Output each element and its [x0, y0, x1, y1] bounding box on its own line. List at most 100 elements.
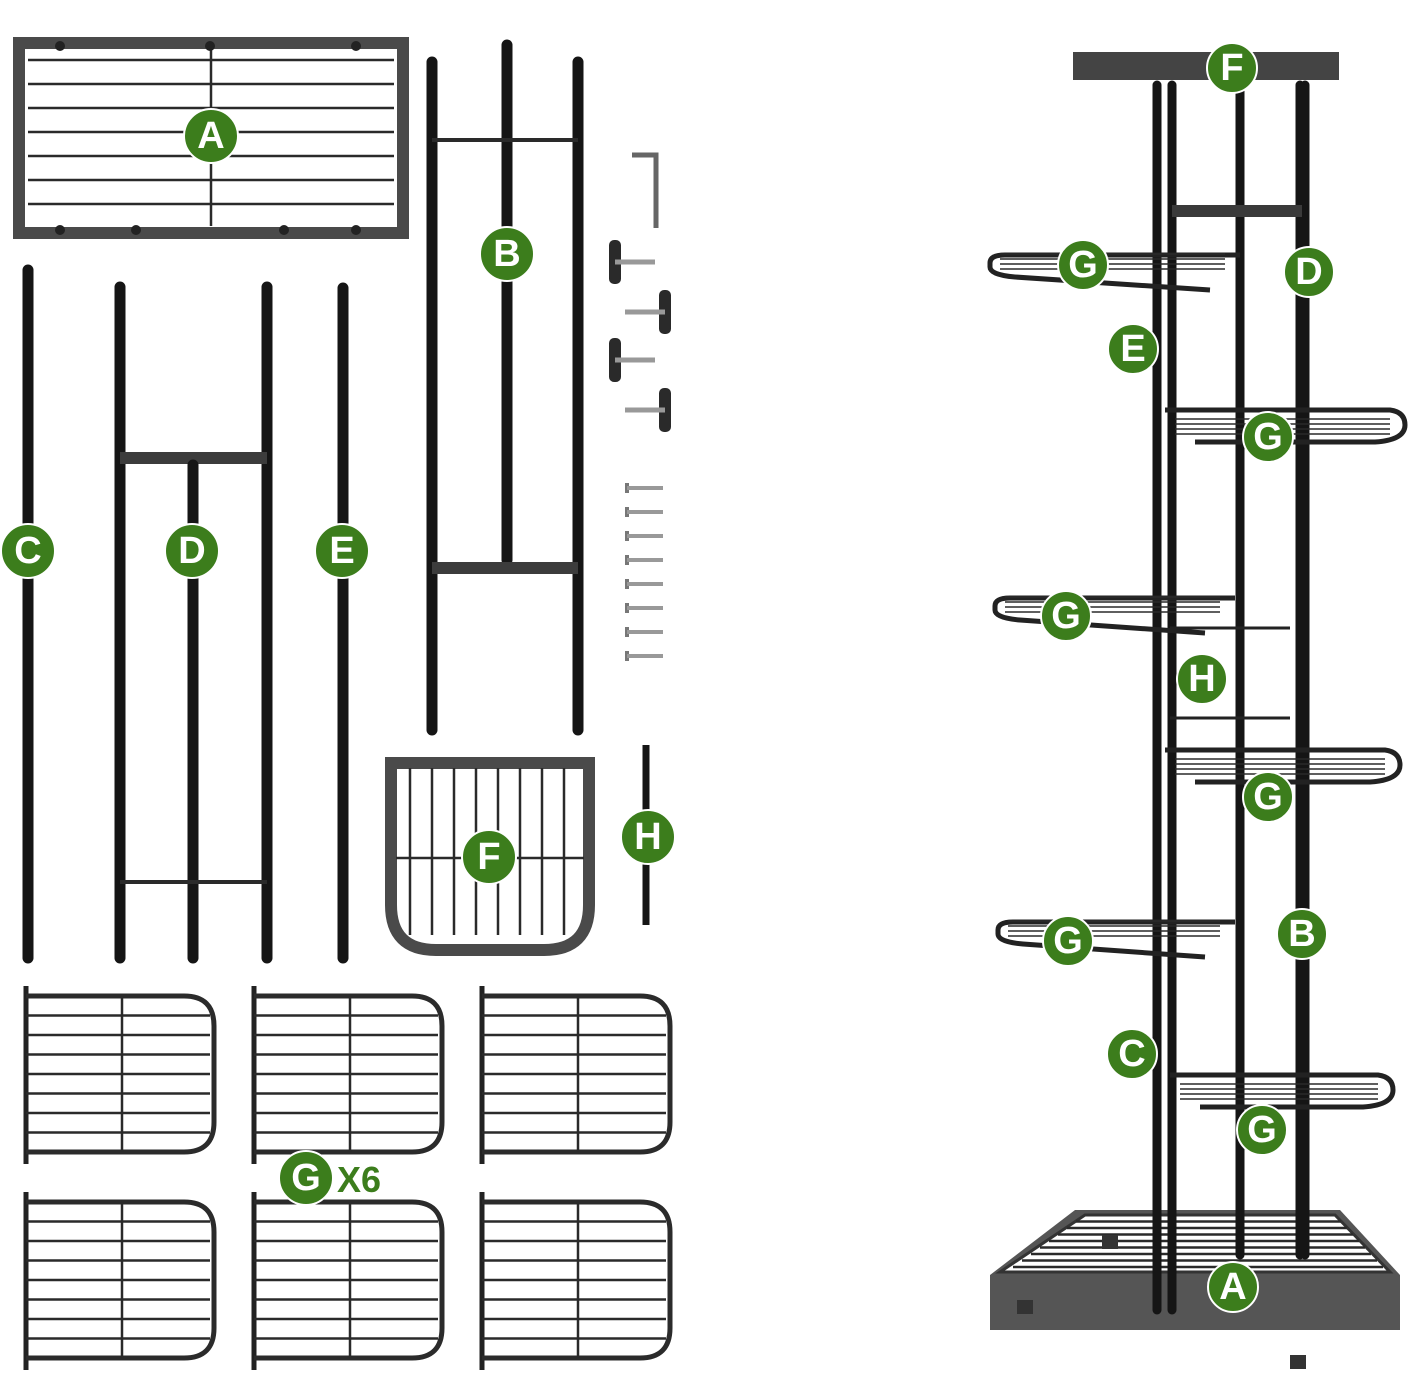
- g-quantity: X6: [337, 1159, 381, 1200]
- screw-icon: [625, 555, 663, 565]
- adjustable-feet: [609, 240, 671, 432]
- shelf-panel-g: [23, 1192, 217, 1370]
- screw-icon: [625, 627, 663, 637]
- part-g-shelf-panels: [23, 986, 673, 1370]
- stand-shelf-g: [987, 252, 1240, 293]
- shelf-frame: [987, 252, 1240, 293]
- label-circle: [1242, 771, 1294, 823]
- screw-icon: [625, 507, 663, 517]
- stand-shelf-g: [1165, 747, 1403, 785]
- label-text: A: [1219, 1266, 1246, 1308]
- label-circle: [1207, 1261, 1259, 1313]
- shelf-panel-g: [251, 1192, 445, 1370]
- label-text: H: [1188, 658, 1215, 700]
- stand-foot: [1017, 1300, 1033, 1314]
- label-text: F: [1220, 47, 1243, 89]
- bolt-hole: [351, 41, 361, 51]
- stand-shelf-g: [995, 919, 1235, 960]
- label-d: D: [164, 523, 220, 579]
- part-b-pole-set: [426, 39, 584, 736]
- label-circle: [1106, 1028, 1158, 1080]
- assembly-label-g: G: [1057, 239, 1109, 291]
- label-b: B: [479, 226, 535, 282]
- label-circle: [1176, 653, 1228, 705]
- assembly-label-b: B: [1276, 908, 1328, 960]
- svg-text:D: D: [178, 530, 205, 572]
- foot-icon: [625, 388, 671, 432]
- svg-text:F: F: [477, 836, 500, 878]
- stand-foot: [1290, 1355, 1306, 1369]
- label-text: G: [1247, 1109, 1277, 1151]
- shelf-frame: [1165, 407, 1408, 445]
- foot-icon: [609, 338, 655, 382]
- stand-shelf-g: [992, 595, 1235, 636]
- panel-tube: [482, 1199, 673, 1361]
- label-h: H: [620, 809, 676, 865]
- assembly-label-g: G: [1042, 915, 1094, 967]
- shelf-panel-g: [479, 986, 673, 1164]
- shelf-frame: [1165, 747, 1403, 785]
- stand-shelf-g: [1170, 1072, 1396, 1110]
- svg-text:H: H: [634, 816, 661, 858]
- assembly-label-g: G: [1236, 1104, 1288, 1156]
- shelf-panel-g: [23, 986, 217, 1164]
- screws: [625, 483, 663, 661]
- screw-icon: [625, 603, 663, 613]
- svg-text:E: E: [329, 530, 354, 572]
- shelf-frame: [992, 595, 1235, 636]
- panel-tube: [26, 993, 217, 1155]
- label-text: G: [1051, 595, 1081, 637]
- label-circle: [1206, 42, 1258, 94]
- label-circle: [1042, 915, 1094, 967]
- label-a: A: [183, 108, 239, 164]
- part-d-pole-set: [114, 281, 273, 964]
- label-text: D: [1295, 251, 1322, 293]
- screw-icon: [625, 651, 663, 661]
- label-e: E: [314, 523, 370, 579]
- assembly-label-g: G: [1040, 590, 1092, 642]
- part-f-top-shelf: [385, 757, 595, 956]
- assembly-label-f: F: [1206, 42, 1258, 94]
- label-text: G: [1053, 920, 1083, 962]
- label-circle: [1040, 590, 1092, 642]
- bolt-hole: [55, 225, 65, 235]
- label-text: B: [1288, 913, 1315, 955]
- svg-text:C: C: [14, 530, 41, 572]
- stand-foot: [1102, 1235, 1118, 1249]
- shelf-panel-g: [479, 1192, 673, 1370]
- screw-icon: [625, 483, 663, 493]
- panel-tube: [26, 1199, 217, 1361]
- label-circle: [1242, 411, 1294, 463]
- label-text: G: [1253, 776, 1283, 818]
- assembly-label-g: G: [1242, 771, 1294, 823]
- label-text: G: [1068, 244, 1098, 286]
- bolt-hole: [131, 225, 141, 235]
- bolt-hole: [205, 41, 215, 51]
- foot-icon: [609, 240, 655, 284]
- panel-tube: [254, 1199, 445, 1361]
- label-text: G: [1253, 416, 1283, 458]
- panel-tube: [482, 993, 673, 1155]
- label-circle: [1276, 908, 1328, 960]
- assembly-label-c: C: [1106, 1028, 1158, 1080]
- screw-icon: [625, 579, 663, 589]
- label-circle: [1283, 246, 1335, 298]
- panel-tube: [254, 993, 445, 1155]
- label-f: F: [461, 829, 517, 885]
- label-circle: [1107, 323, 1159, 375]
- allen-key-icon: [632, 152, 659, 228]
- bolt-hole: [351, 225, 361, 235]
- assembly-label-h: H: [1176, 653, 1228, 705]
- shelf-frame: [995, 919, 1235, 960]
- assembly-label-a: A: [1207, 1261, 1259, 1313]
- bolt-hole: [279, 225, 289, 235]
- svg-text:B: B: [493, 233, 520, 275]
- assembly-label-g: G: [1242, 411, 1294, 463]
- svg-text:A: A: [197, 115, 224, 157]
- foot-icon: [625, 290, 671, 334]
- assembly-label-e: E: [1107, 323, 1159, 375]
- top-shelf-f: [1073, 52, 1339, 80]
